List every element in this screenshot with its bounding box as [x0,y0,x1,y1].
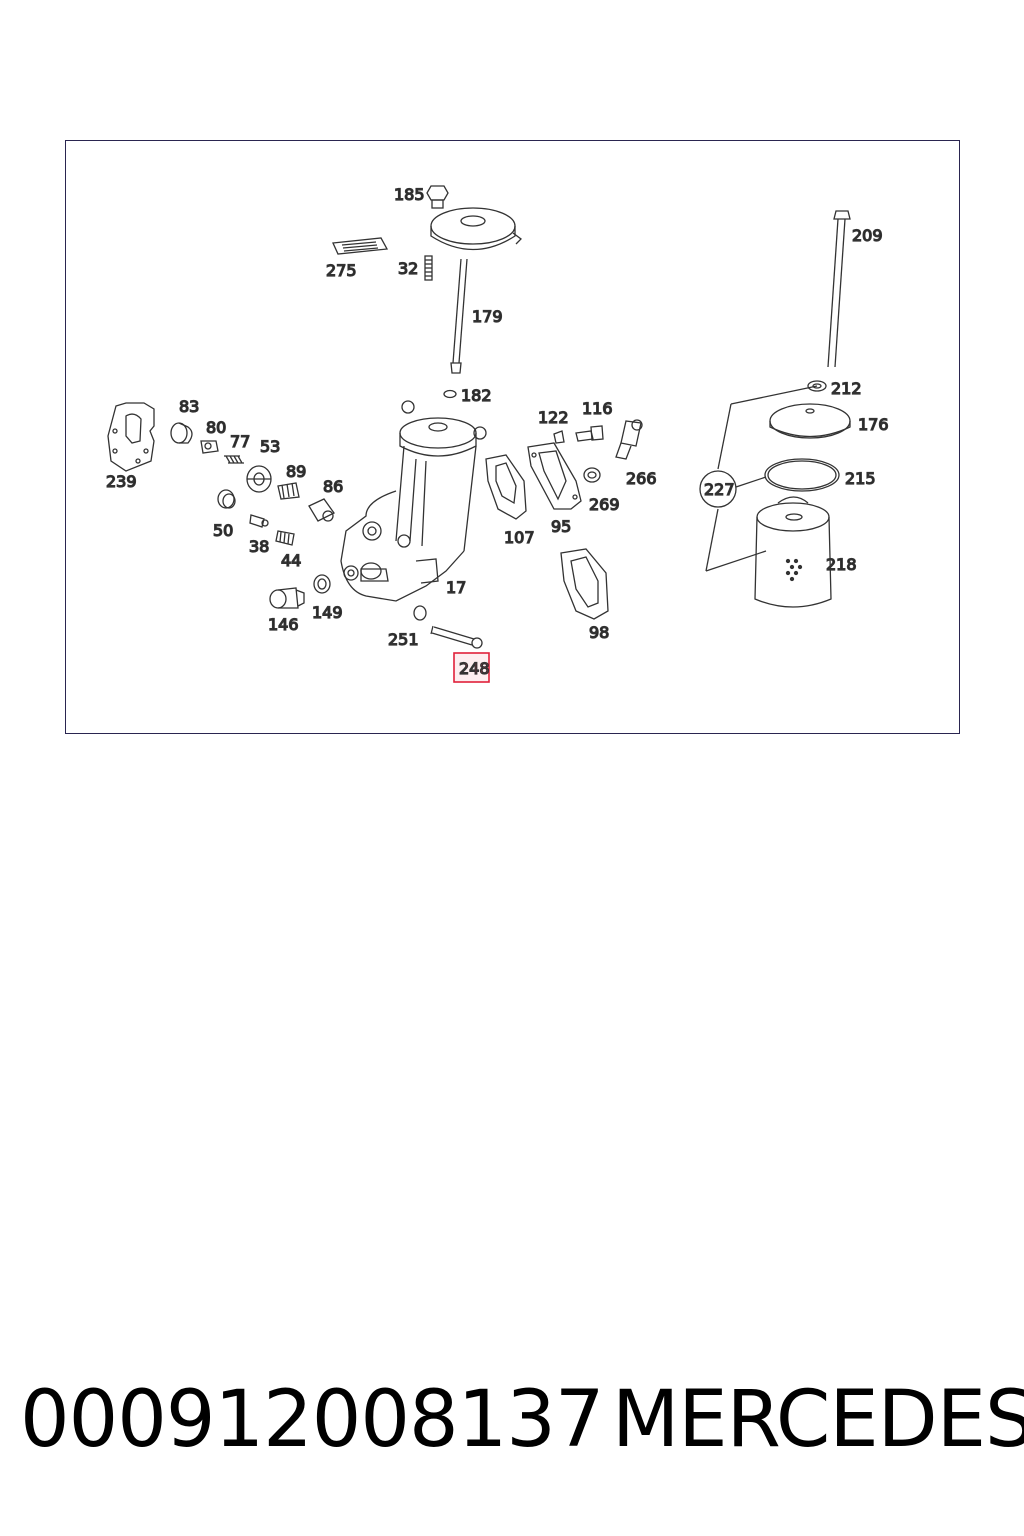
callout-80: 80 [206,418,226,437]
part-218-filter-element [754,496,832,608]
callout-185: 185 [394,185,425,204]
callout-122: 122 [538,408,569,427]
callout-275: 275 [326,261,357,280]
part-179-center-rod [450,258,468,374]
callout-227-bracket [699,385,818,572]
part-32-stud [424,255,433,281]
callout-182: 182 [461,386,492,405]
part-80-fitting [200,440,219,454]
part-182-washer [443,389,457,399]
part-176-housing-cover [430,207,522,251]
part-122-clip [553,430,565,444]
callout-266: 266 [626,469,657,488]
part-149-seal-ring [313,574,331,594]
part-17-filter-housing [340,400,487,602]
callout-248: 248 [459,659,490,678]
part-83-bushing [170,422,193,444]
callout-251: 251 [388,630,419,649]
highlighted-callout-248[interactable]: 248 [453,652,490,683]
part-38-fitting [249,514,269,528]
part-77-spring [224,455,244,464]
exploded-parts-diagram: 185 275 32 179 182 209 212 176 215 227 2… [105,184,889,683]
callout-218: 218 [826,555,857,574]
callout-146: 146 [268,615,299,634]
part-176-filter-cover [769,403,851,439]
callout-89: 89 [286,462,306,481]
part-209-long-bolt [827,210,851,368]
callout-95: 95 [551,517,571,536]
callout-149: 149 [312,603,343,622]
part-50-ring [217,489,236,509]
callout-209: 209 [852,226,883,245]
part-95-cover-plate [527,442,582,510]
part-86-sleeve [308,498,335,522]
callout-98: 98 [589,623,609,642]
part-212-washer [807,380,827,392]
callout-269: 269 [589,495,620,514]
callout-77: 77 [230,432,250,451]
callout-50: 50 [213,521,233,540]
part-251-ring [413,605,427,621]
callout-239: 239 [106,472,137,491]
callout-32: 32 [398,259,418,278]
part-275-label-plate [332,237,389,255]
part-116-screw [575,425,604,442]
part-146-plug [269,587,305,609]
callout-83: 83 [179,397,199,416]
part-185-cap-nut [426,185,449,209]
part-98-gasket [560,548,609,620]
part-266-sensor [615,419,643,460]
parts-diagram-frame: 185 275 32 179 182 209 212 176 215 227 2… [65,140,960,734]
callout-116: 116 [582,399,613,418]
callout-107: 107 [504,528,535,547]
part-107-gasket [485,454,527,520]
part-215-o-ring [764,458,840,492]
part-248-bolt [430,625,483,649]
callout-17: 17 [446,578,466,597]
callout-86: 86 [323,477,343,496]
callout-227: 227 [704,480,735,499]
part-269-washer [583,467,601,483]
part-number: 000912008137 [20,1375,605,1465]
callout-212: 212 [831,379,862,398]
caption: 000912008137 MERCEDES [20,1375,1024,1465]
callout-179: 179 [472,307,503,326]
callout-38: 38 [249,537,269,556]
callout-215: 215 [845,469,876,488]
callout-44: 44 [281,551,301,570]
brand-name: MERCEDES [612,1375,1024,1465]
callout-176: 176 [858,415,889,434]
part-44-spring [275,530,295,546]
callout-53: 53 [260,437,280,456]
part-239-gasket [107,402,155,472]
part-89-spring [277,482,300,500]
part-53-valve-disc [246,465,272,493]
